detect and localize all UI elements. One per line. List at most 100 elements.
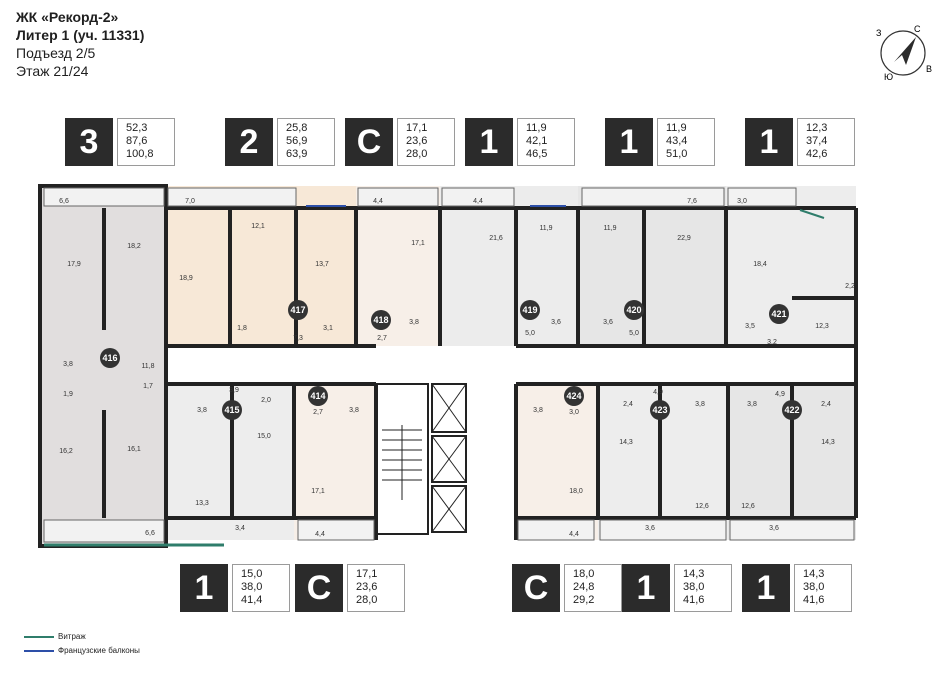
rooms-badge: С	[295, 564, 343, 612]
apt-424-fill[interactable]	[516, 384, 598, 540]
compass-east: В	[926, 64, 932, 74]
apt-419-fill[interactable]	[440, 186, 578, 346]
legend-vitrazh: Витраж	[24, 632, 86, 642]
living-area: 14,3	[683, 568, 705, 580]
apt-417-fill[interactable]	[166, 186, 356, 346]
apt-number[interactable]: 423	[652, 405, 667, 415]
apartment-badges: 416 417 418 419 420 421 414 415 424 423 …	[100, 300, 802, 420]
room-area: 17,1	[311, 488, 325, 495]
room-area: 3,8	[63, 361, 73, 368]
balcony	[43, 519, 165, 543]
room-area: 15,0	[257, 433, 271, 440]
room-area: 2,7	[313, 409, 323, 416]
room-area: 12,1	[251, 223, 265, 230]
area-with-balcony: 46,5	[526, 148, 548, 160]
rooms-badge: 1	[180, 564, 228, 612]
room-area: 4,9	[653, 389, 663, 396]
room-area: 3,8	[197, 407, 207, 414]
apt-number[interactable]: 416	[102, 353, 117, 363]
building-core	[375, 383, 467, 535]
area-with-balcony: 41,6	[803, 594, 825, 606]
elevator-shaft	[431, 383, 467, 433]
legend-label: Витраж	[58, 632, 86, 641]
room-area: 2,4	[623, 401, 633, 408]
living-area: 18,0	[573, 568, 595, 580]
elevator-shaft	[431, 435, 467, 483]
room-area: 7,0	[185, 198, 195, 205]
balcony	[599, 519, 727, 541]
area-with-balcony: 28,0	[406, 148, 428, 160]
total-area: 37,4	[806, 135, 828, 147]
balcony	[581, 187, 725, 207]
apt-421-fill[interactable]	[726, 186, 856, 346]
room-area: 4,4	[473, 198, 483, 205]
room-area: 18,0	[569, 488, 583, 495]
area-with-balcony: 41,4	[241, 594, 263, 606]
stairs-icon	[382, 425, 422, 500]
rooms-badge: 1	[605, 118, 653, 166]
room-area: 16,2	[59, 448, 73, 455]
room-area: 14,3	[619, 439, 633, 446]
room-area: 6,6	[59, 198, 69, 205]
room-area: 14,3	[821, 439, 835, 446]
room-area: 12,6	[695, 503, 709, 510]
apt-414-fill[interactable]	[294, 384, 376, 540]
compass-icon: С З Ю В	[876, 24, 932, 82]
apt-number[interactable]: 418	[373, 315, 388, 325]
room-area: 3,6	[551, 319, 561, 326]
room-area: 11,9	[539, 225, 552, 232]
room-area: 1,8	[237, 325, 247, 332]
total-area: 23,6	[406, 135, 428, 147]
legend-french: Французские балконы	[24, 646, 140, 656]
room-area: 2,4	[821, 401, 831, 408]
room-area: 3,6	[603, 319, 613, 326]
rooms-badge: С	[512, 564, 560, 612]
vitrazh-swatch	[24, 635, 54, 638]
room-area: 3,2	[767, 339, 777, 346]
rooms-badge: 1	[745, 118, 793, 166]
room-area: 17,1	[411, 240, 425, 247]
compass-south: Ю	[884, 72, 893, 82]
corridor-fill	[166, 346, 856, 384]
total-area: 38,0	[683, 581, 705, 593]
apt-number[interactable]: 415	[224, 405, 239, 415]
total-area: 43,4	[666, 135, 688, 147]
area-with-balcony: 41,6	[683, 594, 705, 606]
room-area: 22,9	[677, 235, 691, 242]
apt-420-fill[interactable]	[578, 186, 726, 346]
rooms-badge: 3	[65, 118, 113, 166]
room-area: 12,3	[815, 323, 829, 330]
apt-number[interactable]: 421	[771, 309, 786, 319]
room-area: 2,2	[845, 283, 855, 290]
total-area: 24,8	[573, 581, 595, 593]
room-area: 3,9	[229, 387, 239, 394]
room-area: 2,7	[377, 335, 387, 342]
apt-number[interactable]: 422	[784, 405, 799, 415]
apt-number[interactable]: 420	[626, 305, 641, 315]
plan-header: ЖК «Рекорд-2» Литер 1 (уч. 11331) Подъез…	[16, 8, 144, 80]
apt-number[interactable]: 417	[290, 305, 305, 315]
apt-number[interactable]: 424	[566, 391, 581, 401]
apt-number[interactable]: 419	[522, 305, 537, 315]
vitrazh-line	[799, 209, 825, 219]
apt-418-fill[interactable]	[356, 186, 440, 346]
apt-number[interactable]: 414	[310, 391, 325, 401]
